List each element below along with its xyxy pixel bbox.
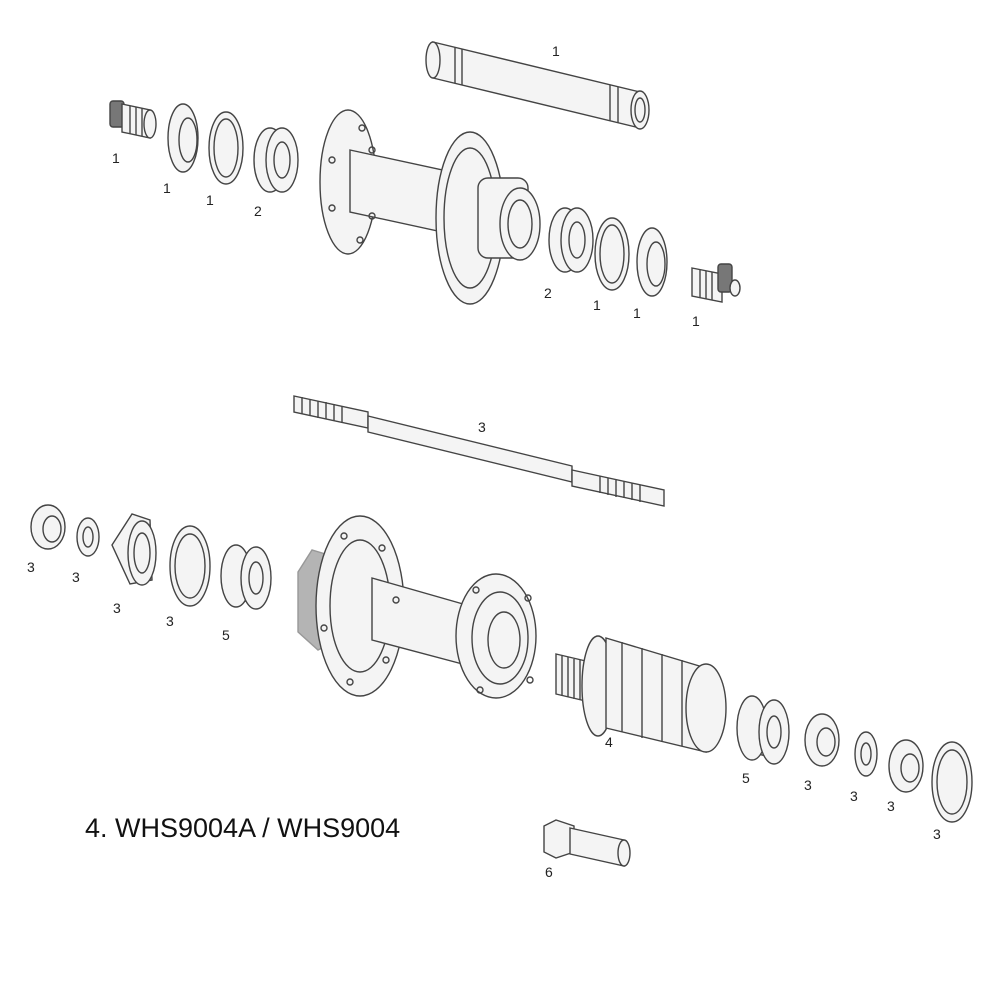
callout-front-endcap-left: 1	[112, 150, 120, 166]
rear-cone-left	[111, 513, 157, 586]
callout-front-axle: 1	[552, 43, 560, 59]
front-hub-shell	[319, 109, 541, 305]
front-seal-right	[594, 217, 630, 291]
callout-freehub-body: 4	[605, 734, 613, 750]
callout-rear-nut-right: 3	[887, 798, 895, 814]
callout-front-cone-left: 1	[163, 180, 171, 196]
callout-rear-axle: 3	[478, 419, 486, 435]
rear-locknut-left	[30, 504, 66, 550]
callout-rear-bearing-left: 5	[222, 627, 230, 643]
rear-locknut-right	[804, 713, 840, 767]
front-cone-right	[636, 227, 668, 297]
callout-rear-seal-left: 3	[166, 613, 174, 629]
front-seal-left	[208, 111, 244, 185]
rear-washer-right	[854, 731, 878, 777]
callout-front-bearing-right: 2	[544, 285, 552, 301]
rear-axle	[293, 395, 665, 507]
callout-front-seal-left: 1	[206, 192, 214, 208]
callout-rear-washer-right: 3	[850, 788, 858, 804]
front-endcap-left	[109, 100, 157, 139]
front-axle	[425, 41, 650, 130]
callout-tool: 6	[545, 864, 553, 880]
front-bearing-right	[548, 207, 594, 273]
front-endcap-right	[691, 263, 741, 303]
diagram-heading: 4. WHS9004A / WHS9004	[85, 813, 400, 843]
callout-rear-seal-right: 3	[933, 826, 941, 842]
rear-seal-right	[931, 741, 973, 823]
callout-rear-cone-left: 3	[113, 600, 121, 616]
callout-front-bearing-left: 2	[254, 203, 262, 219]
hub-tool	[543, 819, 631, 867]
rear-bearing-right	[736, 695, 790, 765]
rear-hub-shell	[297, 515, 537, 699]
rear-bearing-left	[220, 544, 272, 610]
callout-front-cone-right: 1	[633, 305, 641, 321]
rear-seal-left	[169, 525, 211, 607]
callout-front-seal-right: 1	[593, 297, 601, 313]
freehub-body	[555, 635, 727, 753]
callout-rear-locknut-right: 3	[804, 777, 812, 793]
callout-rear-locknut-left: 3	[27, 559, 35, 575]
callout-rear-bearing-right: 5	[742, 770, 750, 786]
front-cone-left	[167, 103, 199, 173]
rear-washer-left	[76, 517, 100, 557]
callout-front-endcap-right: 1	[692, 313, 700, 329]
callout-rear-washer-left: 3	[72, 569, 80, 585]
rear-nut-right	[888, 739, 924, 793]
front-bearing-left	[253, 127, 299, 193]
